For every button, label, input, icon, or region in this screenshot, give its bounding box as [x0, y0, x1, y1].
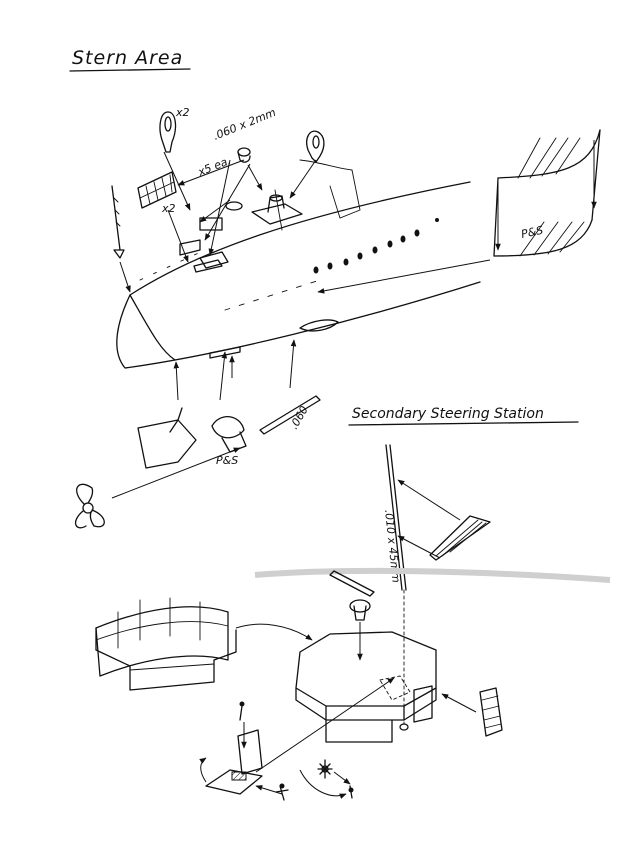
x2-label-top: x2	[175, 106, 190, 119]
x2-label-left: x2	[161, 202, 176, 215]
rail-ps-label: P&S	[520, 224, 544, 241]
steering-title-underline	[348, 421, 579, 426]
stern-rail-assembly: P&S	[493, 129, 601, 257]
prop-guard-ps-label: P&S	[216, 454, 238, 467]
prop-shaft-rod: .060	[259, 395, 321, 435]
stern-hull	[116, 159, 481, 369]
deck-fittings	[179, 194, 303, 273]
searchlight	[329, 570, 375, 661]
shaft-strut: P&S	[211, 416, 247, 467]
scan-artifact	[254, 567, 611, 583]
steering-console	[199, 677, 395, 795]
rudder	[137, 407, 197, 469]
portholes	[313, 218, 439, 274]
chock-part-x2: x2	[159, 106, 190, 153]
steering-deckhouse	[295, 589, 437, 743]
propeller	[74, 447, 241, 529]
rod-piece-top: .060 x 2mm	[211, 106, 278, 163]
grating-piece: x2	[137, 171, 177, 215]
stern-title-underline	[69, 68, 191, 72]
rod-size-label: .060 x 2mm	[211, 106, 277, 143]
steering-station-title: Secondary Steering Station	[352, 406, 544, 422]
chock-part-right	[306, 130, 325, 163]
screen-bulwark	[95, 597, 313, 691]
stern-area-title: Stern Area	[72, 47, 183, 69]
ladder	[441, 687, 503, 737]
yard-frame	[397, 479, 491, 561]
small-fittings	[275, 759, 354, 801]
stern-arrows	[119, 151, 491, 401]
flagstaff	[111, 185, 125, 259]
